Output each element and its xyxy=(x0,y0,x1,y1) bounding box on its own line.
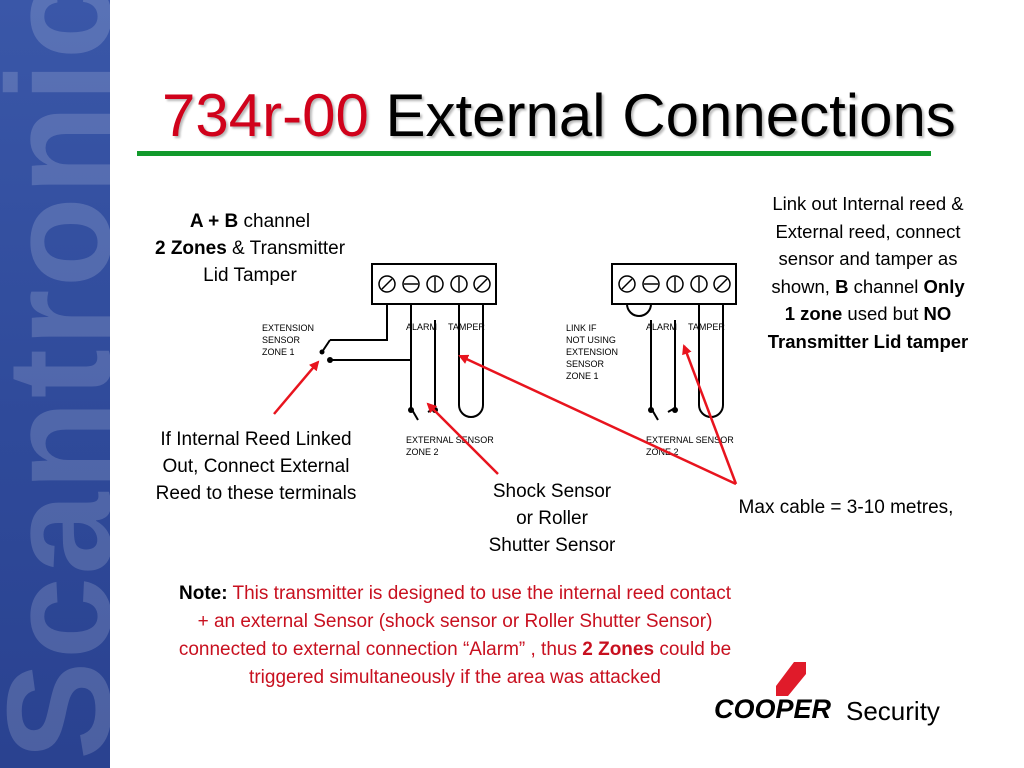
callout-right-top-line4c: channel xyxy=(848,275,924,297)
arrow-shock-sensor xyxy=(426,402,499,475)
ext-sensor-zone1-line1: EXTENSION xyxy=(262,323,314,333)
note-line4: triggered simultaneously if the area was… xyxy=(249,667,661,688)
screw-terminal-icon xyxy=(618,275,636,293)
callout-right-top-line6: Transmitter Lid tamper xyxy=(767,330,969,352)
callout-shock-line3: Shutter Sensor xyxy=(488,535,616,556)
callout-left-top: A + B channel 2 Zones & Transmitter Lid … xyxy=(134,208,366,289)
callout-left-top-text3: Lid Tamper xyxy=(203,265,297,286)
screw-terminal-icon xyxy=(690,275,708,293)
left-tamper-label: TAMPER xyxy=(448,322,485,332)
callout-reed-line1: If Internal Reed Linked xyxy=(160,429,352,450)
callout-left-top-text1: channel xyxy=(238,211,311,232)
screw-terminal-icon xyxy=(402,275,420,293)
left-alarm-label: ALARM xyxy=(406,322,437,332)
callout-reed-line2: Out, Connect External xyxy=(162,456,350,477)
callout-right-top-line5b: used but xyxy=(842,303,924,324)
callout-right-top-line1: Link out Internal reed & xyxy=(772,193,964,214)
callout-shock-line2: or Roller xyxy=(516,508,588,529)
link-note-line2: NOT USING xyxy=(566,335,616,345)
arrow-cable-right xyxy=(682,344,738,485)
ext-sensor-zone1-line3: ZONE 1 xyxy=(262,347,295,357)
note-line2: + an external Sensor (shock sensor or Ro… xyxy=(197,611,713,632)
callout-right-top-line4d: Only xyxy=(923,275,965,297)
callout-right-top: Link out Internal reed & External reed, … xyxy=(742,190,994,355)
brand-security: Security xyxy=(846,696,940,726)
note-paragraph: Note: This transmitter is designed to us… xyxy=(118,580,792,692)
screw-terminal-icon xyxy=(666,275,684,293)
screw-terminal-icon xyxy=(642,275,660,293)
left-external-sensor-line1: EXTERNAL SENSOR xyxy=(406,435,494,445)
callout-shock-sensor: Shock Sensor or Roller Shutter Sensor xyxy=(460,478,644,559)
title-text: External Connections xyxy=(385,82,956,149)
link-note-line5: ZONE 1 xyxy=(566,371,599,381)
note-line1: This transmitter is designed to use the … xyxy=(227,583,731,604)
note-label: Note: xyxy=(179,583,228,604)
callout-right-top-line3: sensor and tamper as xyxy=(778,248,958,269)
note-line3a: connected to external connection “Alarm”… xyxy=(178,639,583,660)
screw-terminal-icon xyxy=(378,275,396,293)
callout-left-top-bold1: A + B xyxy=(189,211,239,232)
callout-left-top-bold2: 2 Zones xyxy=(154,238,227,259)
cooper-security-logo: COOPER Security xyxy=(714,662,970,732)
link-note-line4: SENSOR xyxy=(566,359,605,369)
callout-right-top-line5a: 1 zone xyxy=(784,303,843,324)
left-external-sensor-line2: ZONE 2 xyxy=(406,447,439,457)
right-terminal-block xyxy=(611,263,737,421)
callout-right-top-line2: External reed, connect xyxy=(775,220,961,242)
screw-terminal-icon xyxy=(450,275,468,293)
cooper-logo-mark-icon xyxy=(776,662,806,696)
page-title: 734r-00 External Connections xyxy=(162,80,956,152)
arrow-cable-left xyxy=(458,354,737,486)
brand-cooper: COOPER xyxy=(714,694,832,724)
screw-terminal-icon xyxy=(473,275,491,293)
callout-reed: If Internal Reed Linked Out, Connect Ext… xyxy=(130,426,382,507)
right-external-sensor-line2: ZONE 2 xyxy=(646,447,679,457)
callout-right-top-line5c: NO xyxy=(923,303,952,324)
callout-left-top-text2: & Transmitter xyxy=(226,238,346,259)
screw-terminal-icon xyxy=(426,275,444,293)
brand-sidebar: Scantronic xyxy=(0,0,110,768)
note-line3c: could be xyxy=(654,639,732,660)
callout-right-top-line4b: B xyxy=(835,275,849,297)
callout-right-top-line4a: shown, xyxy=(771,275,836,297)
arrow-reed xyxy=(273,360,320,415)
right-alarm-label: ALARM xyxy=(646,322,677,332)
title-model: 734r-00 xyxy=(162,82,369,149)
screw-terminal-icon xyxy=(713,275,731,293)
link-note-line3: EXTENSION xyxy=(566,347,618,357)
callout-cable-text: Max cable = 3-10 metres, xyxy=(738,497,954,518)
callout-reed-line3: Reed to these terminals xyxy=(155,483,357,504)
callout-shock-line1: Shock Sensor xyxy=(492,481,612,502)
callout-cable: Max cable = 3-10 metres, xyxy=(706,494,986,521)
link-note-line1: LINK IF xyxy=(566,323,597,333)
note-line3b: 2 Zones xyxy=(582,639,655,660)
ext-sensor-zone1-line2: SENSOR xyxy=(262,335,301,345)
left-terminal-block xyxy=(319,263,497,421)
right-external-sensor-line1: EXTERNAL SENSOR xyxy=(646,435,734,445)
title-underline xyxy=(137,151,931,156)
right-tamper-label: TAMPER xyxy=(688,322,725,332)
